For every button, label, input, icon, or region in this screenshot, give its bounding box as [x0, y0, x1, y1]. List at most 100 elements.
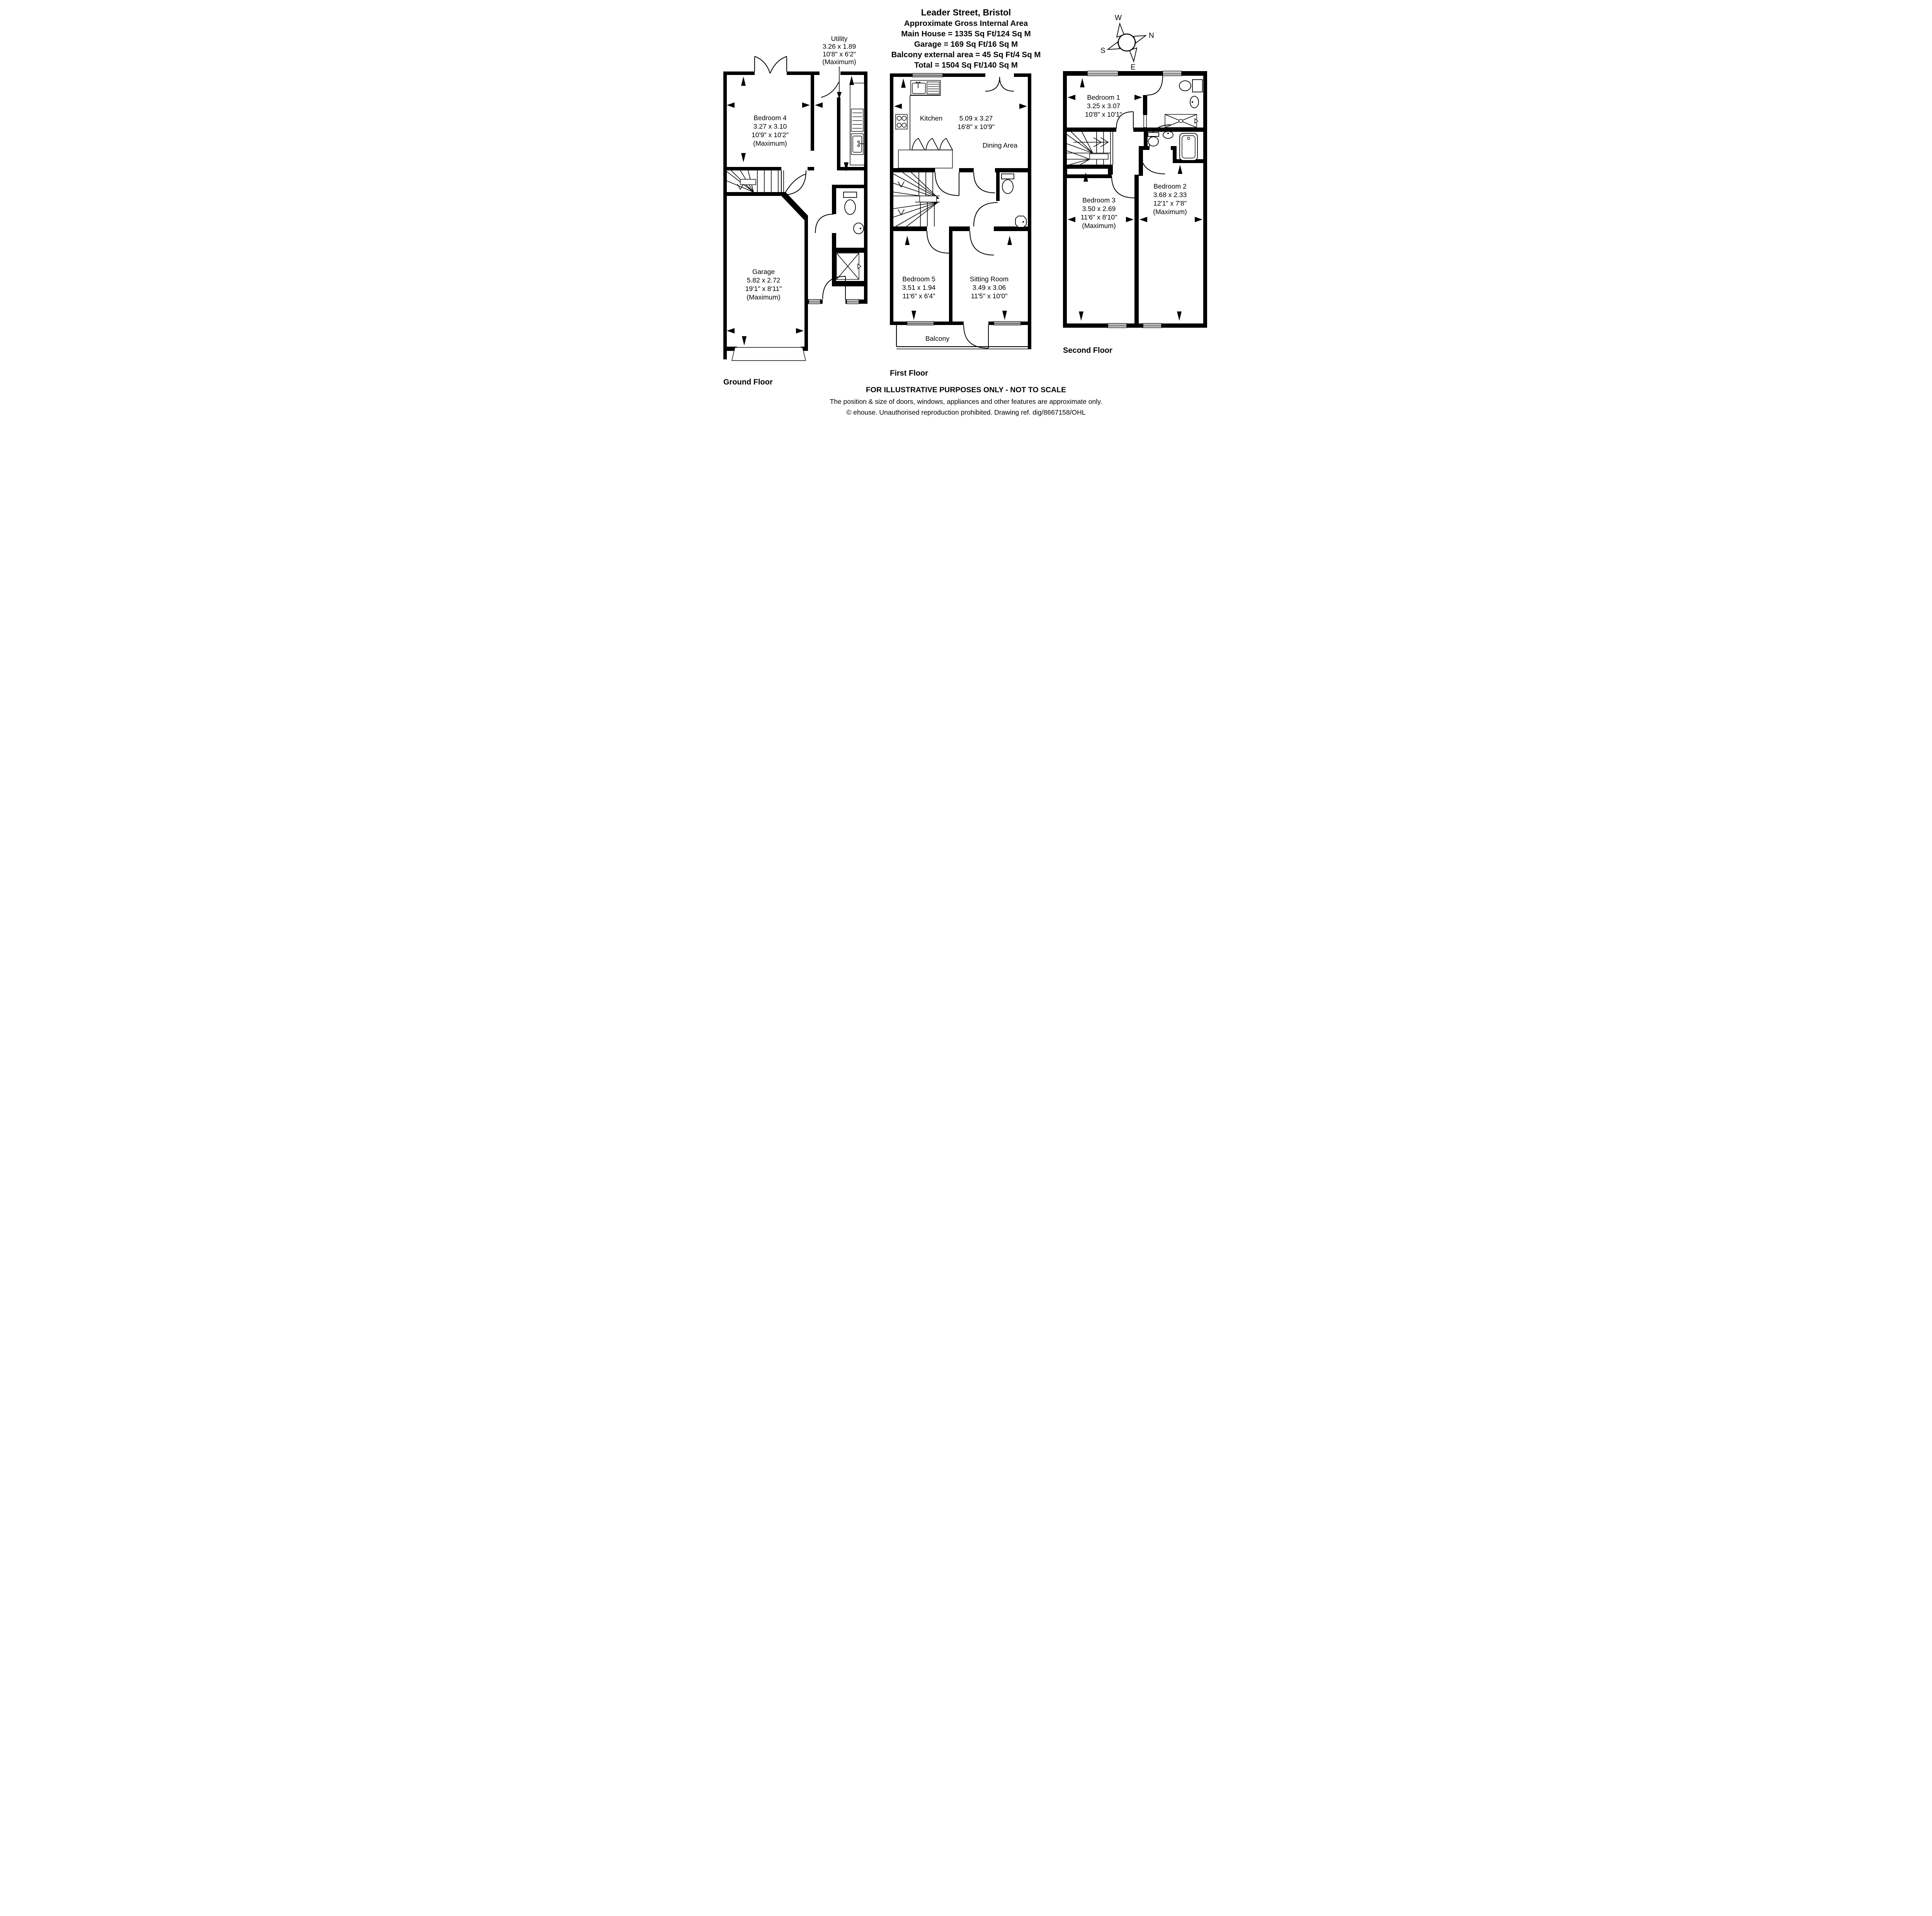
bedroom1-door: [1116, 111, 1134, 129]
utility-door-arc: [821, 82, 839, 98]
ensuite-door-arc: [1147, 75, 1163, 95]
title-balcony-area: Balcony external area = 45 Sq Ft/4 Sq M: [891, 50, 1041, 59]
svg-text:(Maximum): (Maximum): [753, 140, 787, 147]
svg-text:Garage: Garage: [752, 268, 775, 276]
floorplan-page: Leader Street, Bristol Approximate Gross…: [665, 0, 1267, 426]
bedroom3-door-arc: [1111, 176, 1135, 198]
marker-right-bedroom3: [1126, 217, 1134, 222]
svg-text:(Maximum): (Maximum): [1082, 222, 1116, 230]
footer-disclaimer: FOR ILLUSTRATIVE PURPOSES ONLY - NOT TO …: [866, 386, 1066, 394]
svg-text:Utility: Utility: [831, 35, 848, 43]
compass-w-label: W: [1115, 14, 1122, 22]
garage-label: Garage 5.82 x 2.72 19'1" x 8'11" (Maximu…: [745, 268, 782, 301]
first-floor-label: First Floor: [890, 369, 928, 378]
compass-n-label: N: [1149, 32, 1154, 40]
ground-floor-label: Ground Floor: [723, 378, 773, 386]
marker-right-bedroom1: [1134, 95, 1142, 100]
kitchen-metric: 5.09 x 3.27: [959, 114, 993, 122]
svg-text:3.49 x 3.06: 3.49 x 3.06: [973, 284, 1006, 291]
shower-icon-ground: [836, 253, 862, 280]
title-subtitle: Approximate Gross Internal Area: [904, 19, 1028, 28]
garage-door-icon: [731, 347, 806, 361]
balcony-door: [963, 325, 989, 349]
svg-text:3.50 x 2.69: 3.50 x 2.69: [1082, 205, 1116, 213]
svg-text:12'1" x 7'8": 12'1" x 7'8": [1153, 199, 1187, 207]
pocket-door: [1143, 114, 1147, 128]
basin-icon-bathroom: [1163, 131, 1173, 139]
first-floor-plan: Kitchen 5.09 x 3.27 16'8" x 10'9" Dining…: [890, 73, 1031, 378]
stairs-arrow-first-b: [898, 209, 905, 216]
page-title: Leader Street, Bristol: [921, 7, 1011, 17]
compass-icon: N E S W: [1100, 14, 1154, 71]
wc-door-arc-ground: [815, 214, 834, 233]
title-block: Leader Street, Bristol Approximate Gross…: [891, 7, 1041, 70]
bedroom1-window: [1087, 71, 1119, 76]
utility-counter: [850, 83, 865, 165]
svg-text:3.68 x 2.33: 3.68 x 2.33: [1153, 191, 1187, 199]
marker-up-bedroom3: [1083, 172, 1088, 182]
bedroom2-door-arc: [1139, 148, 1165, 174]
sitting-window: [993, 321, 1021, 325]
balcony-outline: [896, 325, 1031, 349]
marker-up-sitting: [1007, 236, 1012, 245]
svg-text:3.26 x 1.89: 3.26 x 1.89: [823, 43, 856, 50]
svg-text:Bedroom 4: Bedroom 4: [753, 114, 787, 122]
marker-left-kitchen: [894, 104, 902, 109]
compass-s-label: S: [1100, 47, 1105, 55]
title-total-area: Total = 1504 Sq Ft/140 Sq M: [914, 61, 1018, 70]
svg-text:(Maximum): (Maximum): [747, 293, 781, 301]
marker-right-bedroom4-wall: [802, 102, 810, 108]
bedroom4-door: [781, 170, 806, 196]
marker-up-bedroom4: [741, 77, 746, 86]
marker-left-bedroom1: [1068, 95, 1075, 100]
svg-text:10'8" x 10'1": 10'8" x 10'1": [1085, 111, 1122, 118]
compass-e-label: E: [1131, 63, 1136, 71]
stairs-second: [1066, 131, 1113, 165]
svg-text:Bedroom 3: Bedroom 3: [1082, 196, 1116, 204]
ensuite-window: [1162, 71, 1182, 76]
footer-copyright: © ehouse. Unauthorised reproduction proh…: [847, 408, 1086, 416]
marker-left-garage: [727, 328, 735, 334]
svg-text:11'6" x 8'10": 11'6" x 8'10": [1081, 213, 1117, 221]
threshold-window-left-ground: [808, 299, 821, 304]
marker-up-utility: [849, 76, 854, 85]
stairs-first: [893, 172, 940, 227]
marker-down-garage: [742, 336, 747, 345]
garage-person-door-arc: [784, 174, 806, 195]
bathtub-icon: [1179, 133, 1198, 161]
title-main-house-area: Main House = 1335 Sq Ft/124 Sq M: [901, 29, 1031, 38]
threshold-window-right-ground: [846, 299, 859, 304]
basin-icon-first: [1015, 216, 1027, 228]
svg-text:10'9" x 10'2": 10'9" x 10'2": [752, 131, 789, 139]
floorplan-canvas: Leader Street, Bristol Approximate Gross…: [723, 7, 1207, 416]
marker-down-bedroom5: [912, 311, 916, 320]
marker-down-sitting: [1002, 311, 1007, 320]
bedroom3-recess: [1066, 168, 1109, 175]
dining-label: Dining Area: [983, 141, 1018, 149]
svg-text:(Maximum): (Maximum): [1153, 208, 1187, 216]
kitchen-peninsula: [898, 138, 953, 168]
toilet-icon-ground: [843, 192, 857, 215]
bedroom4-label: Bedroom 4 3.27 x 3.10 10'9" x 10'2" (Max…: [752, 114, 789, 147]
balcony-label: Balcony: [925, 335, 950, 342]
stairs-arrow-first-a: [898, 181, 905, 188]
marker-down-bedroom3: [1079, 311, 1083, 321]
utility-label: Utility 3.26 x 1.89 10'8" x 6'2" (Maximu…: [822, 35, 856, 66]
marker-down-bedroom4: [741, 153, 746, 162]
basin-icon-ground: [853, 223, 864, 234]
marker-down-utility: [844, 162, 849, 172]
second-floor-plan: Bedroom 1 3.25 x 3.07 10'8" x 10'1" Bedr…: [1063, 71, 1207, 355]
marker-up-kitchen: [901, 78, 906, 88]
marker-up-bedroom2: [1178, 165, 1182, 174]
footer-block: FOR ILLUSTRATIVE PURPOSES ONLY - NOT TO …: [830, 386, 1102, 416]
french-door-first: [985, 77, 1014, 92]
marker-right-garage: [796, 328, 804, 334]
marker-left-hall-wall: [815, 102, 823, 108]
toilet-icon-bathroom: [1148, 132, 1159, 146]
svg-text:11'6" x 6'4": 11'6" x 6'4": [903, 292, 935, 300]
bedroom5-door-arc: [927, 231, 949, 254]
marker-up-bedroom1: [1080, 78, 1085, 87]
marker-left-bedroom3: [1068, 217, 1075, 222]
svg-text:3.51 x 1.94: 3.51 x 1.94: [902, 284, 936, 291]
marker-left-bedroom4: [727, 102, 735, 108]
